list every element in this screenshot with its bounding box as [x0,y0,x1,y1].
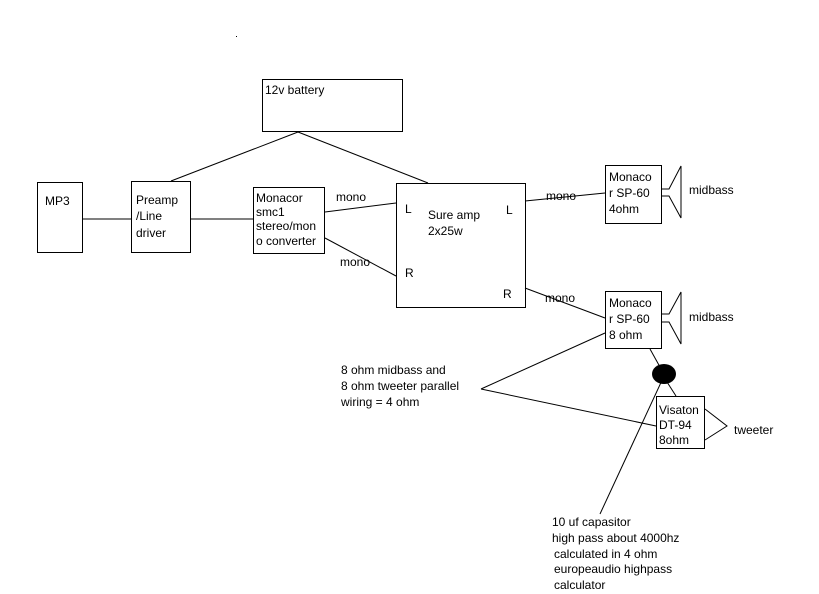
amp-left-to-speaker-wire [524,192,606,202]
mono-input-top-label: mono [336,190,367,204]
midbass-speaker-bottom-icon [661,291,682,345]
mono-output-top-label: mono [546,189,577,203]
converter-label-line3: stereo/mon [256,219,317,233]
mp3-label: MP3 [45,194,70,208]
converter-box: Monacor smc1 stereo/mon o converter [253,187,325,254]
parallel-note-line1: 8 ohm midbass and [341,363,446,377]
capacitor-symbol [652,364,676,384]
converter-label-line4: o converter [256,234,317,248]
tweeter-box-label-line2: DT-94 [659,418,692,432]
speaker-bottom-box: Monaco r SP-60 8 ohm [605,291,662,349]
tweeter-box: Visaton DT-94 8ohm [656,396,705,449]
speaker-top-label-line2: r SP-60 [609,186,650,200]
speaker-top-label-line3: 4ohm [609,202,640,216]
battery-to-preamp-wire [170,131,299,182]
capacitor-note-line2: high pass about 4000hz [552,531,680,545]
speaker-to-capacitor-wire [649,348,661,368]
speaker-top-label-line1: Monaco [609,170,652,184]
amp-label-line2: 2x25w [428,224,463,238]
parallel-note-pointer-upper [480,332,606,390]
tweeter-label: tweeter [734,423,774,437]
speaker-bottom-label-line3: 8 ohm [609,328,643,342]
tweeter-box-label-line1: Visaton [659,403,699,417]
tweeter-box-label-line3: 8ohm [659,433,690,447]
parallel-note-line3: wiring = 4 ohm [341,395,420,409]
converter-label-line2: smc1 [256,205,285,219]
capacitor-note-line5: calculator [554,578,606,592]
amp-output-right-label: R [503,287,512,301]
midbass-top-label: midbass [689,183,734,197]
preamp-label-line3: driver [136,226,167,240]
capacitor-note-line1: 10 uf capasitor [552,515,631,529]
battery-box: 12v battery [262,79,403,132]
battery-label: 12v battery [265,83,325,97]
amp-right-to-speaker-wire [524,287,606,319]
battery-to-amp-wire [297,131,429,184]
amp-input-right-label: R [405,266,414,280]
amp-label-line1: Sure amp [428,208,481,222]
converter-to-amp-left-wire [324,202,397,213]
preamp-box: Preamp /Line driver [131,181,191,253]
speaker-bottom-label-line1: Monaco [609,296,652,310]
capacitor-note-line3: calculated in 4 ohm [554,547,658,561]
speaker-bottom-label-line2: r SP-60 [609,312,650,326]
capacitor-note-pointer [599,375,665,515]
amp-output-left-label: L [506,203,513,217]
midbass-bottom-label: midbass [689,310,734,324]
preamp-label-line1: Preamp [136,193,179,207]
parallel-note-pointer-lower [480,388,657,427]
mono-input-bottom-label: mono [340,255,371,269]
preamp-label-line2: /Line [136,209,163,223]
converter-label-line1: Monacor [256,191,303,205]
amp-input-left-label: L [405,202,412,216]
speaker-top-box: Monaco r SP-60 4ohm [605,165,662,224]
mono-output-bottom-label: mono [545,291,576,305]
capacitor-to-tweeter-wire [666,381,677,397]
tweeter-icon [704,408,728,441]
stray-dot [236,36,237,37]
amp-box: Sure amp 2x25w L R L R [396,183,526,308]
midbass-speaker-top-icon [661,165,682,219]
converter-to-amp-right-wire [324,237,397,277]
capacitor-note-line4: europeaudio highpass [554,562,673,576]
parallel-note-line2: 8 ohm tweeter parallel [341,379,460,393]
mp3-box: MP3 [37,182,83,253]
